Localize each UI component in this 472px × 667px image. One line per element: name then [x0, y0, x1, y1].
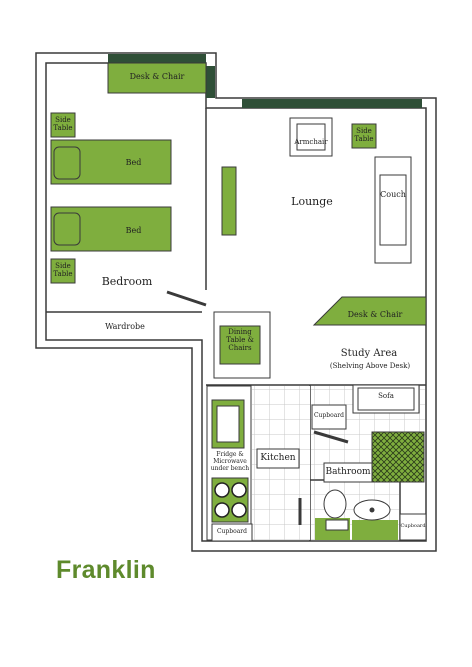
window-lounge — [242, 99, 422, 108]
desk-chair-study — [312, 296, 427, 326]
lounge-label: Lounge — [291, 195, 333, 208]
side-table-lounge-line-2: Table — [354, 135, 374, 144]
side-table-top — [50, 112, 76, 138]
sofa-seat — [357, 387, 415, 411]
cupboard-bottom-right-box — [399, 513, 427, 541]
side-table-bottom-line-2: Table — [53, 270, 73, 279]
side-table-bottom — [50, 258, 76, 284]
vanity — [352, 520, 398, 540]
page-title: Franklin — [56, 556, 156, 584]
study-note-label: (Shelving Above Desk) — [329, 362, 411, 370]
bed-top-label: Bed — [125, 158, 142, 167]
wardrobe-label: Wardrobe — [105, 322, 145, 331]
desk-chair-study-label: Desk & Chair — [347, 310, 403, 319]
cupboard-bottom-left-label: Cupboard — [216, 528, 248, 535]
desk-chair-bedroom-label: Desk & Chair — [129, 72, 185, 81]
armchair-label: Armchair — [294, 138, 328, 146]
toilet-bowl — [323, 489, 347, 519]
pillow-bottom — [53, 212, 81, 246]
bathroom-label-box — [323, 462, 373, 483]
side-table-top-line-2: Table — [53, 124, 73, 133]
desk-chair-bedroom — [107, 62, 207, 94]
toilet-tank — [325, 519, 349, 531]
kitchen-label-box — [256, 448, 300, 469]
cupboard-kitchen-box — [311, 404, 347, 430]
burner-icon — [231, 502, 247, 518]
side-table-bottom-line-1: Side — [55, 262, 71, 270]
side-table-lounge — [351, 123, 377, 149]
kitchen-label: Kitchen — [260, 453, 296, 463]
study-area-label: Study Area — [340, 348, 398, 359]
pillow-top — [53, 146, 81, 180]
burner-icon — [214, 502, 230, 518]
couch-seat — [379, 174, 407, 246]
sink-basin — [216, 405, 240, 443]
side-table-top-label: Side Table — [51, 116, 75, 132]
burner-icon — [231, 482, 247, 498]
cupboard-bottom-left-box — [211, 523, 253, 542]
armchair-seat — [296, 123, 326, 151]
basin-drain — [369, 507, 375, 513]
fridge-line-3: under bench — [210, 464, 250, 472]
shower — [371, 431, 425, 483]
cupboard-bottom-right-label: Cupboard — [400, 523, 426, 529]
sofa-label: Sofa — [378, 392, 394, 400]
burner-icon — [214, 482, 230, 498]
fridge-label: Fridge & Microwave under bench — [208, 451, 252, 473]
cupboard-kitchen-label: Cupboard — [313, 412, 345, 419]
bathroom-label: Bathroom — [325, 467, 371, 477]
dining-line-1: Dining — [228, 328, 252, 336]
tv-unit — [221, 166, 237, 236]
couch-label: Couch — [380, 190, 406, 199]
side-table-top-line-1: Side — [55, 116, 71, 124]
bathroom-door — [313, 430, 349, 444]
window-bedroom-top — [108, 54, 206, 63]
bedroom-door — [166, 290, 207, 307]
dining-label: Dining Table & Chairs — [220, 328, 260, 352]
dining-table — [219, 325, 261, 365]
side-table-lounge-label: Side Table — [352, 127, 376, 143]
side-table-lounge-line-1: Side — [356, 127, 372, 135]
fridge-line-2: Microwave — [213, 457, 247, 465]
fridge-line-1: Fridge & — [216, 451, 244, 458]
dining-line-2: Table & — [226, 336, 254, 345]
side-table-bottom-label: Side Table — [51, 262, 75, 278]
window-bedroom-side — [206, 66, 215, 98]
dining-line-3: Chairs — [228, 344, 252, 353]
bedroom-label: Bedroom — [101, 275, 153, 288]
bed-bottom-label: Bed — [125, 226, 142, 235]
